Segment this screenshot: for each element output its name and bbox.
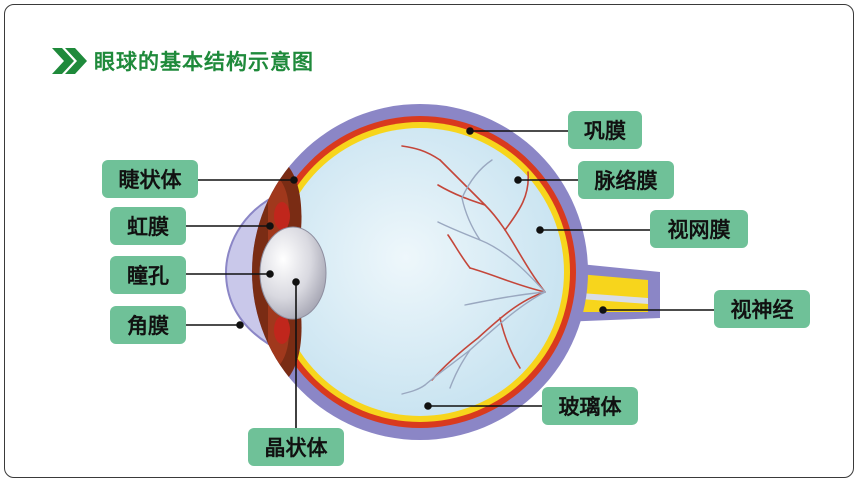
leader-dot-iris <box>266 222 274 230</box>
label-vitreous-body: 玻璃体 <box>542 387 638 425</box>
retinal-vessels <box>401 145 546 395</box>
label-pupil: 瞳孔 <box>110 256 186 294</box>
leader-dot-lens <box>292 278 300 286</box>
page-title: 眼球的基本结构示意图 <box>94 50 314 74</box>
leader-dot-retina <box>536 226 544 234</box>
iris-upper-shape <box>274 202 290 230</box>
leader-dot-optic-nerve <box>599 306 607 314</box>
slide-heading: 眼球的基本结构示意图 <box>52 44 314 78</box>
label-ciliary-body: 睫状体 <box>102 160 198 198</box>
label-cornea: 角膜 <box>110 306 186 344</box>
label-choroid: 脉络膜 <box>578 161 674 199</box>
leader-lines <box>186 127 716 430</box>
label-sclera: 巩膜 <box>568 111 642 149</box>
label-iris: 虹膜 <box>110 207 186 245</box>
leader-dot-sclera <box>466 127 474 135</box>
lens-shape <box>259 226 327 320</box>
leader-dot-ciliary-body <box>290 176 298 184</box>
leader-dot-vitreous <box>424 402 432 410</box>
leader-dot-pupil <box>266 270 274 278</box>
label-retina: 视网膜 <box>650 210 748 248</box>
leader-dot-choroid <box>514 176 522 184</box>
label-optic-nerve: 视神经 <box>714 290 810 328</box>
label-lens: 晶状体 <box>248 428 344 466</box>
vitreous-shape <box>276 128 564 416</box>
iris-lower-shape <box>274 316 290 344</box>
leader-dot-cornea <box>236 321 244 329</box>
double-chevron-right-icon <box>52 48 87 74</box>
